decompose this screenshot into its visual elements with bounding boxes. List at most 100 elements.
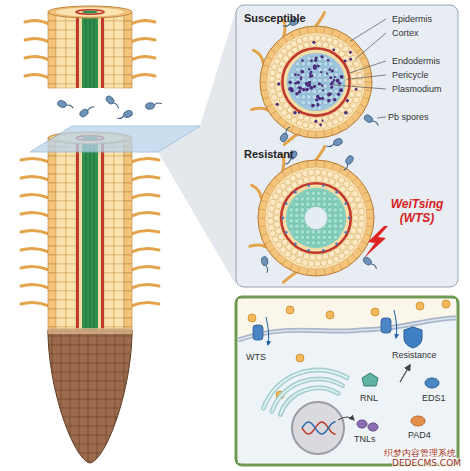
stele-cell xyxy=(327,218,332,223)
plasmodium-dot xyxy=(317,104,319,106)
epidermis-cell-wall xyxy=(283,37,287,42)
cap-cell-line xyxy=(40,462,140,463)
tissue-cell xyxy=(114,309,124,318)
epidermis-cell-wall xyxy=(261,73,268,74)
stele-cell xyxy=(295,67,300,72)
tissue-cell xyxy=(66,156,76,165)
eds1-protein xyxy=(425,378,439,388)
tissue-cell xyxy=(104,201,114,210)
gene-label: WeiTsing (WTS) xyxy=(382,198,452,226)
plasmodium-dot xyxy=(277,82,280,85)
stele-cell xyxy=(322,240,327,245)
epidermis-cell-wall xyxy=(258,218,265,219)
plasmodium-dot xyxy=(344,111,348,115)
cortex-disc xyxy=(265,167,367,269)
stele-cell xyxy=(338,207,343,212)
tissue-cell xyxy=(48,84,56,88)
leader-line xyxy=(333,85,386,89)
cap-cell-line xyxy=(115,330,116,466)
stele-cell xyxy=(294,224,299,229)
tissue-cell xyxy=(124,174,132,183)
tissue-cell xyxy=(48,165,56,174)
plasmodium-dot xyxy=(315,56,318,59)
tissue-cell xyxy=(56,309,66,318)
tissue-cell xyxy=(66,192,76,201)
stele-cell xyxy=(294,235,299,240)
stele-cell xyxy=(334,67,339,72)
cap-cell-line xyxy=(79,330,80,466)
resistance-shield xyxy=(404,327,422,348)
tissue-cell xyxy=(56,75,66,84)
cap-cell-line xyxy=(40,417,140,418)
tissue-label: Pb spores xyxy=(388,112,429,122)
stele-cell xyxy=(306,61,311,66)
plasmodium-dot xyxy=(322,89,324,91)
tissue-cell xyxy=(104,48,114,57)
epidermis-cell-wall xyxy=(307,268,308,275)
cortex-cell xyxy=(355,91,361,97)
cortex-cell xyxy=(298,44,304,50)
cortex-cell xyxy=(303,177,309,183)
protein-label: EDS1 xyxy=(422,393,446,403)
cortex-cell xyxy=(329,179,335,185)
epidermis-cell-wall xyxy=(290,166,293,172)
cortex-cell xyxy=(297,251,303,257)
stele-face xyxy=(82,11,98,14)
root-segment-tissue xyxy=(48,12,132,88)
stele-cell xyxy=(327,229,332,234)
stele-cell xyxy=(327,207,332,212)
plasmodium-dot xyxy=(321,84,324,87)
tnl-protein xyxy=(368,423,378,431)
epidermis-cell-wall xyxy=(365,73,372,74)
root-hair xyxy=(21,176,49,180)
stele-cell xyxy=(338,224,343,229)
tissue-cell xyxy=(124,66,132,75)
epidermis-cell-wall xyxy=(324,27,325,34)
cortex-cell xyxy=(308,123,314,129)
stele-cell xyxy=(322,235,327,240)
stele-cell xyxy=(305,191,310,196)
cortex-cell xyxy=(267,212,273,218)
cortex-cell xyxy=(291,182,297,188)
tissue-cell xyxy=(104,300,114,309)
tissue-cell xyxy=(66,66,76,75)
tissue-cell xyxy=(48,246,56,255)
root-hair xyxy=(252,108,268,110)
plasmodium-dot xyxy=(296,81,300,85)
tissue-cell xyxy=(66,246,76,255)
cortex-cell xyxy=(274,208,280,214)
plasma-membrane-inner xyxy=(238,318,456,340)
root-hair xyxy=(131,74,155,78)
spore-tail xyxy=(285,126,290,134)
calcium-ion xyxy=(296,354,304,362)
stele-cell xyxy=(306,94,311,99)
epidermis-cell-wall xyxy=(298,267,300,274)
slice-plane xyxy=(30,126,200,152)
stele-cell xyxy=(333,224,338,229)
epidermis-cell-wall xyxy=(316,131,317,138)
plasmodium-dot xyxy=(313,85,316,88)
cortex-cell xyxy=(271,94,277,100)
cortex-cell xyxy=(296,38,302,44)
protein-label: Resistance xyxy=(392,350,437,360)
tissue-label: Pericycle xyxy=(392,70,429,80)
tissue-cell xyxy=(48,210,56,219)
cortex-cell xyxy=(270,88,276,94)
cortex-cell xyxy=(308,260,314,266)
epidermis-cell-wall xyxy=(269,248,275,252)
tissue-cell xyxy=(66,300,76,309)
cortex-cell xyxy=(350,73,356,79)
tissue-cell xyxy=(104,219,114,228)
tissue-cell xyxy=(104,255,114,264)
stele-cell xyxy=(338,213,343,218)
cortex-cell xyxy=(322,177,328,183)
root-hair xyxy=(131,176,159,180)
epidermis-cell-wall xyxy=(338,126,341,132)
cap-cell-line xyxy=(106,330,107,466)
cell-panel-ground xyxy=(236,297,458,465)
pericycle-band xyxy=(79,12,82,88)
root-hair xyxy=(283,273,296,283)
stele-cell xyxy=(301,89,306,94)
tissue-cell xyxy=(124,282,132,291)
